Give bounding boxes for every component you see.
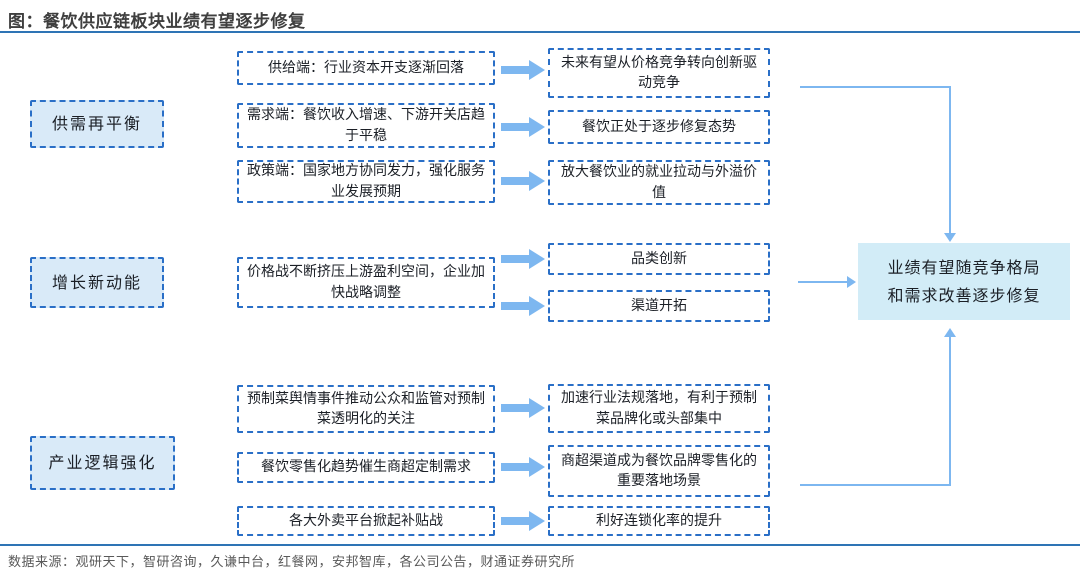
arrow-right-icon [501, 117, 545, 137]
policy-side-output-box: 放大餐饮业的就业拉动与外溢价值 [548, 160, 770, 205]
conclusion-box: 业绩有望随竞争格局和需求改善逐步修复 [858, 243, 1070, 320]
prepared-food-output-box: 加速行业法规落地，有利于预制菜品牌化或头部集中 [548, 384, 770, 433]
arrow-right-icon [501, 60, 545, 80]
connector-bottom-horizontal [800, 484, 950, 486]
footer-rule [0, 544, 1080, 546]
retailization-input-box: 餐饮零售化趋势催生商超定制需求 [237, 452, 495, 483]
group-label-new-growth-momentum: 增长新动能 [30, 257, 164, 308]
arrow-down-icon [944, 233, 956, 242]
delivery-subsidy-input-box: 各大外卖平台掀起补贴战 [237, 506, 495, 536]
connector-bottom-vertical [949, 337, 951, 486]
arrow-right-icon [501, 511, 545, 531]
arrow-right-icon [501, 249, 545, 269]
arrow-right-icon [501, 398, 545, 418]
arrow-right-icon [501, 296, 545, 316]
channel-expansion-box: 渠道开拓 [548, 290, 770, 322]
connector-mid-horizontal [798, 281, 848, 283]
group-label-industry-logic-strengthen: 产业逻辑强化 [30, 436, 175, 490]
supply-side-output-box: 未来有望从价格竞争转向创新驱动竞争 [548, 48, 770, 98]
retailization-output-box: 商超渠道成为餐饮品牌零售化的重要落地场景 [548, 445, 770, 497]
demand-side-output-box: 餐饮正处于逐步修复态势 [548, 110, 770, 144]
prepared-food-input-box: 预制菜舆情事件推动公众和监管对预制菜透明化的关注 [237, 385, 495, 433]
demand-side-input-box: 需求端：餐饮收入增速、下游开关店趋于平稳 [237, 103, 495, 148]
connector-top-vertical [949, 86, 951, 234]
delivery-subsidy-output-box: 利好连锁化率的提升 [548, 506, 770, 536]
arrow-right-icon [501, 171, 545, 191]
category-innovation-box: 品类创新 [548, 243, 770, 275]
group-label-supply-demand-rebalance: 供需再平衡 [30, 100, 164, 148]
price-war-input-box: 价格战不断挤压上游盈利空间，企业加快战略调整 [237, 257, 495, 308]
arrow-right-icon [847, 276, 856, 288]
data-source-note: 数据来源：观研天下，智研咨询，久谦中台，红餐网，安邦智库，各公司公告，财通证券研… [8, 555, 576, 570]
connector-top-horizontal [800, 86, 950, 88]
arrow-up-icon [944, 328, 956, 337]
supply-side-input-box: 供给端：行业资本开支逐渐回落 [237, 51, 495, 85]
figure-title: 图：餐饮供应链板块业绩有望逐步修复 [8, 12, 306, 32]
arrow-right-icon [501, 457, 545, 477]
title-underline [0, 31, 1080, 33]
policy-side-input-box: 政策端：国家地方协同发力，强化服务业发展预期 [237, 160, 495, 203]
